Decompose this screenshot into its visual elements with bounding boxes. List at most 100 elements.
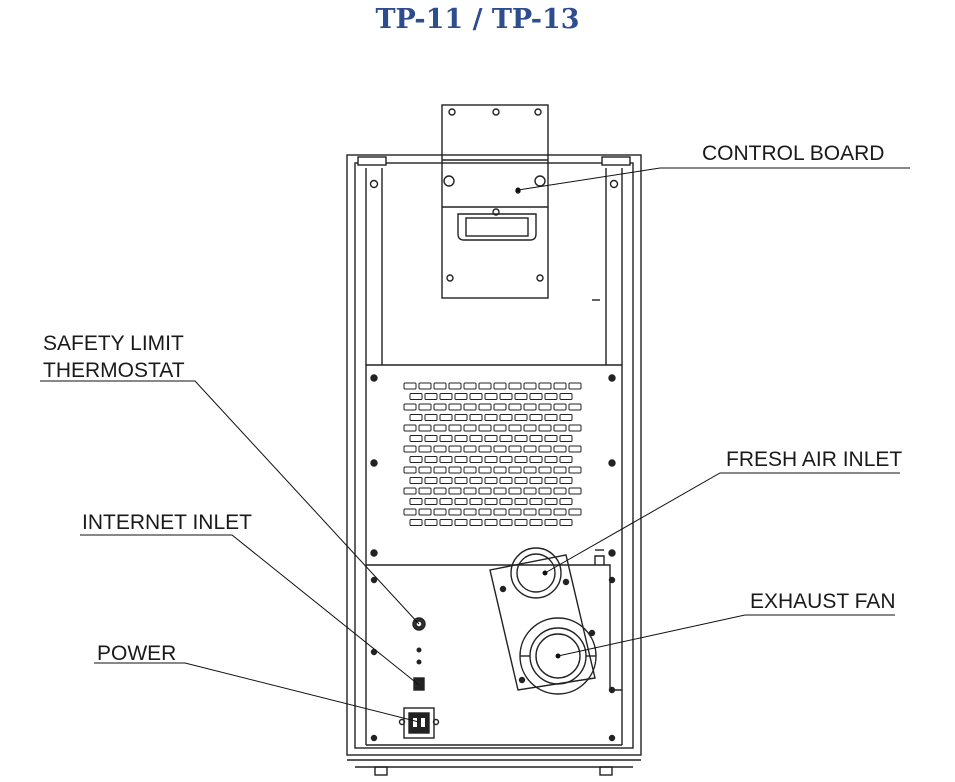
left-rail <box>365 168 383 365</box>
vent-slot <box>514 519 528 526</box>
vent-slot <box>424 519 438 526</box>
vent-slot <box>424 435 438 442</box>
vent-slot <box>418 403 432 411</box>
vent-slot <box>454 414 468 421</box>
vent-slot <box>529 498 543 505</box>
vent-slot <box>544 435 558 442</box>
vent-slot <box>544 414 558 421</box>
fresh-air-inlet <box>489 547 596 691</box>
vent-slot <box>529 393 543 400</box>
vent-slot <box>529 519 543 526</box>
control-board <box>441 104 549 299</box>
vent-slot <box>538 403 552 411</box>
vent-slot <box>514 477 528 484</box>
vent-slot <box>508 403 522 411</box>
vent-slot <box>403 466 417 474</box>
vent-slot <box>433 445 447 453</box>
vent-slot <box>493 466 507 474</box>
internet-inlet-label: INTERNET INLET <box>82 511 252 534</box>
vent-slot <box>448 403 462 411</box>
vent-slot <box>409 456 423 463</box>
vent-slot <box>508 424 522 432</box>
vent-slot <box>538 382 552 390</box>
vent-slot <box>538 445 552 453</box>
vent-slot <box>499 477 513 484</box>
vent-slot <box>433 382 447 390</box>
internet-inlet-leader <box>80 534 420 686</box>
vent-slot <box>478 424 492 432</box>
vent-slot <box>484 393 498 400</box>
vent-slot <box>538 487 552 495</box>
vent-slot <box>568 424 582 432</box>
vent-slot <box>463 487 477 495</box>
vent-slot <box>448 487 462 495</box>
vent-slot <box>433 487 447 495</box>
vent-slot <box>523 487 537 495</box>
vent-slot <box>454 393 468 400</box>
vent-slot <box>409 393 423 400</box>
vent-slot <box>544 498 558 505</box>
vent-slot <box>484 456 498 463</box>
vent-slot <box>418 508 432 516</box>
control-board-label: CONTROL BOARD <box>702 142 884 165</box>
vent-slot <box>499 414 513 421</box>
vent-slot <box>553 508 567 516</box>
vent-slot <box>463 508 477 516</box>
cabinet-frame <box>346 154 642 776</box>
vent-slot <box>424 414 438 421</box>
vent-slot <box>493 445 507 453</box>
vent-slot <box>454 477 468 484</box>
vent-slot <box>433 403 447 411</box>
vent-slot <box>559 393 573 400</box>
vent-slot <box>568 466 582 474</box>
vent-slot <box>463 382 477 390</box>
vent-slot <box>469 498 483 505</box>
internet-port <box>413 647 425 691</box>
vent-slot <box>523 466 537 474</box>
vent-slot <box>508 466 522 474</box>
vent-slot <box>418 466 432 474</box>
vent-slot <box>538 466 552 474</box>
exhaust-fan <box>518 617 597 695</box>
vent-slot <box>484 477 498 484</box>
vent-slot <box>544 519 558 526</box>
vent-slot <box>559 456 573 463</box>
vent-slot <box>508 487 522 495</box>
vent-slot <box>493 508 507 516</box>
vent-slot <box>403 445 417 453</box>
vent-slot <box>454 498 468 505</box>
vent-slot <box>433 508 447 516</box>
vent-slot <box>403 382 417 390</box>
vent-slot <box>529 456 543 463</box>
vent-slot <box>403 424 417 432</box>
vent-slot <box>454 456 468 463</box>
vent-slot <box>463 403 477 411</box>
exhaust-fan-label: EXHAUST FAN <box>750 590 895 613</box>
vent-slot <box>439 393 453 400</box>
vent-slot <box>439 435 453 442</box>
vent-slot <box>523 403 537 411</box>
vent-slot <box>568 403 582 411</box>
vent-slot <box>469 393 483 400</box>
vent-slot <box>484 414 498 421</box>
vent-slot <box>529 477 543 484</box>
vent-slot <box>559 435 573 442</box>
vent-slot <box>463 445 477 453</box>
vent-slot <box>439 414 453 421</box>
vent-slot <box>514 435 528 442</box>
power-leader <box>94 662 420 723</box>
vent-slot <box>544 393 558 400</box>
vent-slot <box>514 498 528 505</box>
vent-slot <box>409 477 423 484</box>
vent-slot <box>439 498 453 505</box>
vent-slot <box>553 382 567 390</box>
vent-slot <box>484 498 498 505</box>
fresh-air-inlet-leader <box>544 472 900 574</box>
vent-slot <box>424 477 438 484</box>
vent-slot <box>568 445 582 453</box>
vent-slot <box>478 466 492 474</box>
vent-slot <box>418 445 432 453</box>
vent-slot <box>529 414 543 421</box>
vent-slot <box>484 519 498 526</box>
vent-slot <box>433 424 447 432</box>
